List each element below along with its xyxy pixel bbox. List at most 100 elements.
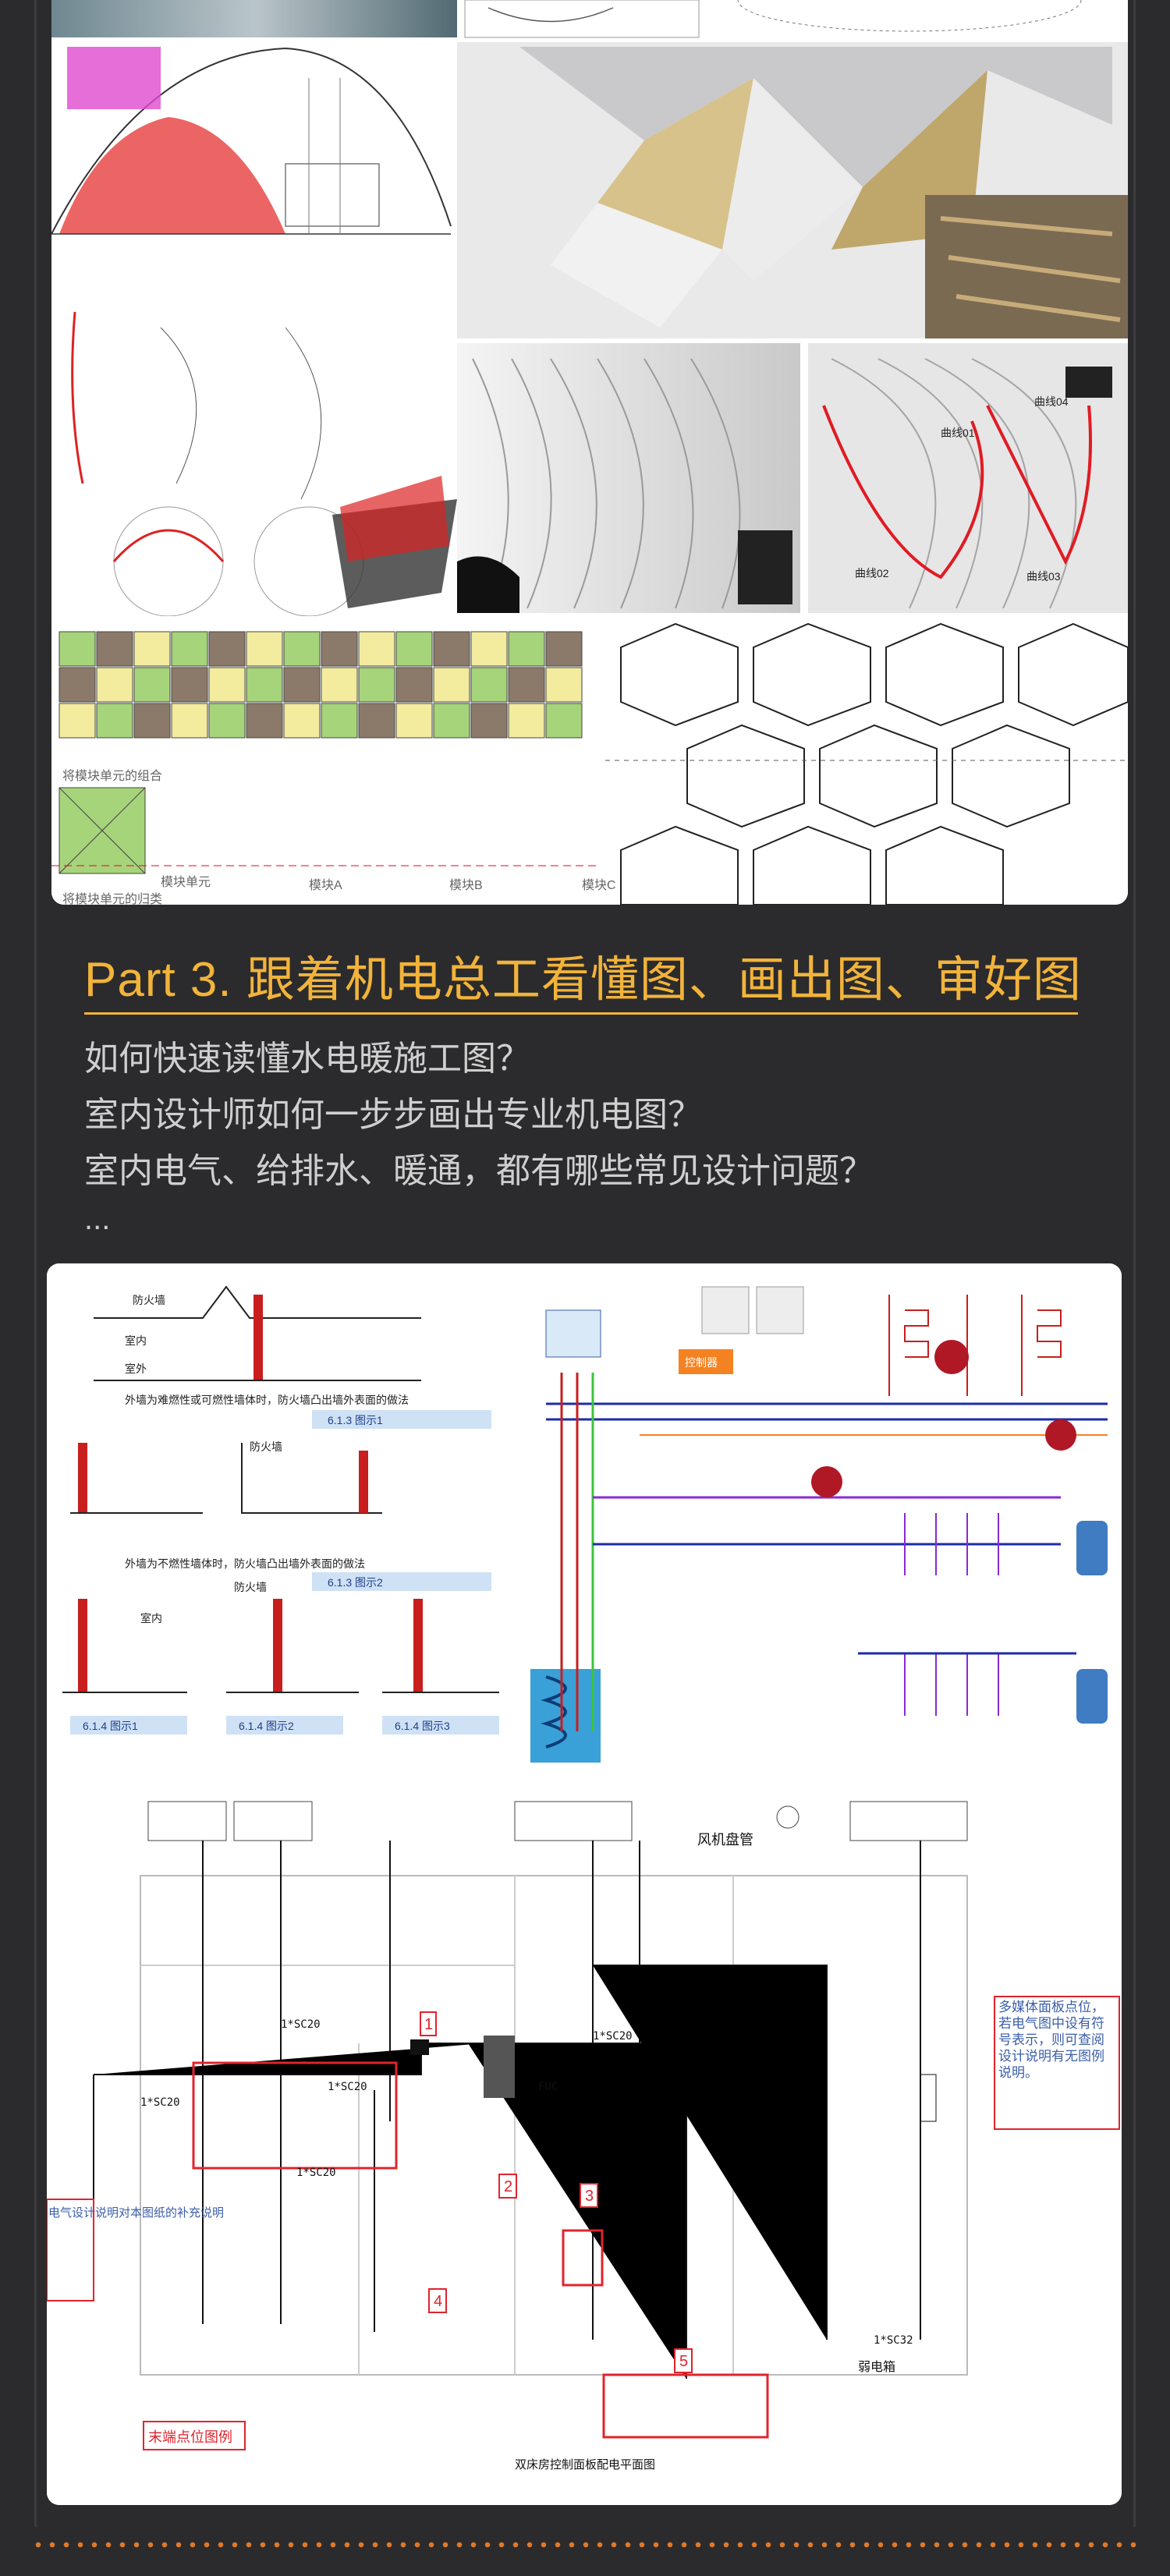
fire-caption-1: 外墙为难燃性或可燃性墙体时，防火墙凸出墙外表面的做法: [125, 1394, 409, 1406]
curve-analysis-drawings: [51, 298, 457, 617]
module-tile: [395, 667, 433, 703]
module-tile: [283, 667, 321, 703]
module-tile: [208, 667, 246, 703]
question-ellipsis: ...: [84, 1202, 111, 1236]
plumbing-heating-schematic: 控制器: [523, 1263, 1122, 1778]
hexagon-ceiling-plan: [605, 616, 1128, 905]
architecture-gallery: 将模块单元的组合 将模块单元的归类 模块单元 模块A 模块B 模块C 曲线01 …: [51, 0, 1128, 905]
conduit-label: FUC: [538, 2081, 558, 2093]
wind-pipe-label: 风机盘管: [697, 1832, 753, 1848]
module-tile: [208, 631, 246, 667]
module-tile: [470, 667, 508, 703]
fig-label-614-3: 6.1.4 图示3: [395, 1720, 450, 1732]
module-tile: [321, 631, 358, 667]
module-grid-drawing: [51, 616, 597, 905]
module-tile: [133, 667, 171, 703]
note-left: 电气设计说明对本图纸的补充说明: [48, 2206, 224, 2220]
conduit-label: 1*SC20: [593, 2030, 633, 2043]
end-point-legend-label: 末端点位图例: [148, 2429, 232, 2445]
module-tile: [58, 667, 96, 703]
conduit-label: 1*SC20: [328, 2081, 367, 2093]
module-tile: [171, 703, 208, 739]
callout-4: 4: [434, 2293, 442, 2310]
module-tile: [171, 667, 208, 703]
module-tile: [246, 667, 283, 703]
controller-label: 控制器: [685, 1356, 718, 1369]
question-item: 室内电气、给排水、暖通，都有哪些常见设计问题？: [84, 1152, 874, 1190]
module-tile: [508, 667, 545, 703]
module-tile: [358, 703, 395, 739]
curve-label-4: 曲线04: [1034, 395, 1069, 408]
section-title: Part 3. 跟着机电总工看懂图、画出图、审好图: [84, 953, 1082, 1007]
fig-label-614-2: 6.1.4 图示2: [239, 1720, 294, 1732]
module-tile: [433, 703, 470, 739]
module-tile: [395, 631, 433, 667]
wall-label: 室内: [140, 1612, 162, 1625]
module-tile: [58, 631, 96, 667]
module-tile: [208, 703, 246, 739]
curve-label-2: 曲线02: [855, 567, 889, 579]
module-tile: [470, 631, 508, 667]
curve-label-3: 曲线03: [1026, 570, 1061, 583]
callout-3: 3: [585, 2188, 594, 2205]
label-module-combination: 将模块单元的组合: [62, 769, 162, 783]
conduit-label: 1*SC20: [296, 2167, 336, 2179]
question-item: 室内设计师如何一步步画出专业机电图？: [84, 1096, 702, 1134]
module-tile: [133, 631, 171, 667]
conduit-label: 1*SC32: [874, 2334, 913, 2347]
question-item: 如何快速读懂水电暖施工图？: [84, 1040, 530, 1078]
module-tile: [246, 631, 283, 667]
module-tile: [545, 631, 583, 667]
module-tile: [321, 667, 358, 703]
module-tile: [58, 703, 96, 739]
module-tile: [96, 667, 133, 703]
callout-1: 1: [424, 2016, 433, 2033]
electrical-floor-plan: 1 2 3 4 5 末端点位图例 电气设计说明对本图纸的补充说明 多媒体面板点位…: [47, 1782, 1122, 2505]
conduit-label: 1*SC20: [140, 2096, 180, 2109]
module-tile: [545, 667, 583, 703]
label-module-b: 模块B: [449, 878, 483, 892]
module-tile: [545, 703, 583, 739]
label-module-c: 模块C: [582, 878, 616, 892]
module-tile: [133, 703, 171, 739]
note-right: 多媒体面板点位，若电气图中设有符号表示，则可查阅设计说明有无图例说明。: [998, 2000, 1104, 2081]
module-tile: [96, 703, 133, 739]
module-tile: [470, 703, 508, 739]
module-tile: [433, 631, 470, 667]
mep-drawings-panel: 6.1.3 图示1 外墙为难燃性或可燃性墙体时，防火墙凸出墙外表面的做法 6.1…: [47, 1263, 1122, 2505]
fire-caption-2: 外墙为不燃性墙体时，防火墙凸出墙外表面的做法: [125, 1557, 365, 1570]
conduit-label: 1*SC20: [281, 2018, 321, 2031]
weak-box-label: 弱电箱: [858, 2360, 895, 2374]
module-tile: [283, 703, 321, 739]
page-frame: [34, 0, 1136, 2527]
module-tile: [358, 667, 395, 703]
fig-label-613-2: 6.1.3 图示2: [328, 1576, 383, 1589]
module-tile: [508, 703, 545, 739]
dotted-border: [31, 2539, 1139, 2550]
module-tile: [283, 631, 321, 667]
dome-section-drawing: [51, 42, 452, 293]
module-tile: [358, 631, 395, 667]
plan-title: 双床房控制面板配电平面图: [515, 2457, 655, 2471]
wall-label: 防火墙: [133, 1294, 165, 1306]
label-module-classify: 将模块单元的归类: [62, 892, 162, 905]
question-list: 如何快速读懂水电暖施工图？ 室内设计师如何一步步画出专业机电图？ 室内电气、给排…: [84, 1031, 874, 1238]
callout-2: 2: [504, 2178, 512, 2195]
module-tile: [246, 703, 283, 739]
module-tile: [171, 631, 208, 667]
wall-label: 室外: [125, 1362, 147, 1375]
curve-label-1: 曲线01: [941, 427, 975, 439]
label-module-a: 模块A: [309, 878, 342, 892]
callout-5: 5: [679, 2353, 688, 2370]
module-tile: [395, 703, 433, 739]
wall-label: 防火墙: [234, 1581, 267, 1593]
city-photo-strip: [51, 0, 1128, 38]
fig-label-614-1: 6.1.4 图示1: [83, 1720, 138, 1732]
label-module-unit: 模块单元: [161, 875, 211, 889]
wall-label: 防火墙: [250, 1440, 282, 1453]
parametric-wave-render: [457, 343, 1128, 613]
folded-ceiling-render: [457, 42, 1128, 338]
firewall-detail-drawing: 6.1.3 图示1 外墙为难燃性或可燃性墙体时，防火墙凸出墙外表面的做法 6.1…: [47, 1263, 515, 1778]
module-tile: [508, 631, 545, 667]
module-tile: [321, 703, 358, 739]
